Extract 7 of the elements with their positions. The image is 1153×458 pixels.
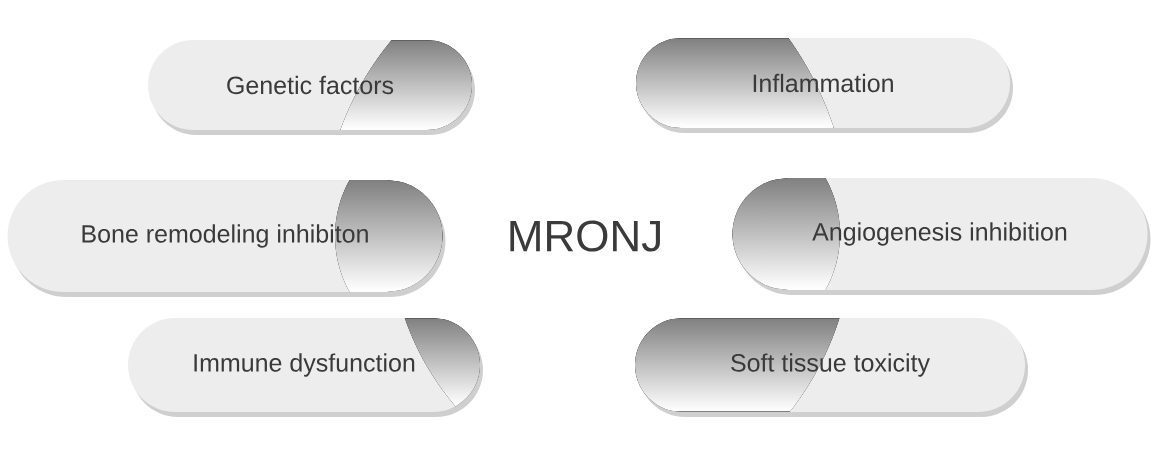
pill-box: Genetic factors — [148, 40, 475, 135]
center-title: MRONJ — [510, 220, 660, 252]
pill-box: Angiogenesis inhibition — [732, 178, 1151, 295]
pill-box: Inflammation — [636, 38, 1013, 133]
pill-box: Immune dysfunction — [128, 318, 483, 417]
pill-box: Soft tissue toxicity — [635, 318, 1028, 417]
pill-box: Bone remodeling inhibiton — [7, 180, 446, 297]
